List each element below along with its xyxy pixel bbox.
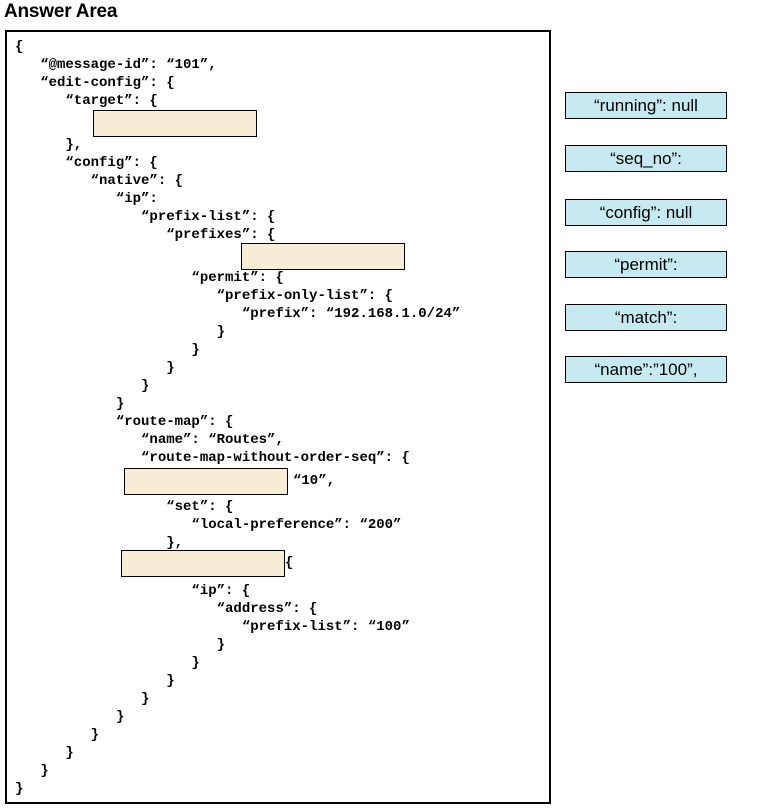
code-line: } [15,745,74,761]
code-line: } [15,655,200,671]
drop-slot-prefixes[interactable] [241,243,405,270]
drop-slot-match[interactable] [121,550,285,577]
code-line: “10”, [293,473,336,489]
code-line: } [15,763,49,779]
code-line: “native”: { [15,173,184,189]
code-line: “prefix”: “192.168.1.0/24” [15,306,461,322]
code-line: “local-preference”: “200” [15,517,402,533]
code-line: “prefix-list”: “100” [15,619,410,635]
code-line: } [15,709,125,725]
code-line: “ip”: [15,191,158,207]
choice-running-null[interactable]: “running”: null [565,92,727,119]
choice-permit[interactable]: “permit”: [565,251,727,278]
code-line: } [15,673,175,689]
code-line: } [15,360,175,376]
code-line: “config”: { [15,155,158,171]
code-line: } [15,324,226,340]
code-line: “route-map-without-order-seq”: { [15,450,410,466]
code-line: “address”: { [15,601,318,617]
drop-slot-target[interactable] [93,110,257,137]
code-line: “route-map”: { [15,414,234,430]
code-line: } [15,637,226,653]
choice-config-null[interactable]: “config”: null [565,199,727,226]
code-line: } [15,342,200,358]
code-panel: { “@message-id”: “101”, “edit-config”: {… [5,30,551,804]
code-line: } [15,378,150,394]
code-line: { [285,555,294,571]
code-line: “edit-config”: { [15,75,175,91]
choice-seq-no[interactable]: “seq_no”: [565,145,727,172]
code-line: { [15,39,24,55]
code-line: “prefix-list”: { [15,209,276,225]
code-line: “ip”: { [15,583,251,599]
code-line: “prefix-only-list”: { [15,288,394,304]
code-line: } [15,691,150,707]
code-line: } [15,396,125,412]
choice-match[interactable]: “match”: [565,304,727,331]
drop-slot-seq[interactable] [124,468,288,495]
code-line: “name”: “Routes”, [15,432,284,448]
code-line: } [15,727,100,743]
code-line: }, [15,137,83,153]
code-line: “target”: { [15,93,158,109]
code-line: “set”: { [15,499,234,515]
code-line: “permit”: { [15,270,284,286]
code-line: } [15,781,24,797]
answer-area-title: Answer Area [4,1,118,22]
choice-name-100[interactable]: “name”:”100”, [565,356,727,383]
code-line: “@message-id”: “101”, [15,57,217,73]
code-line: “prefixes”: { [15,227,276,243]
code-line: }, [15,535,184,551]
